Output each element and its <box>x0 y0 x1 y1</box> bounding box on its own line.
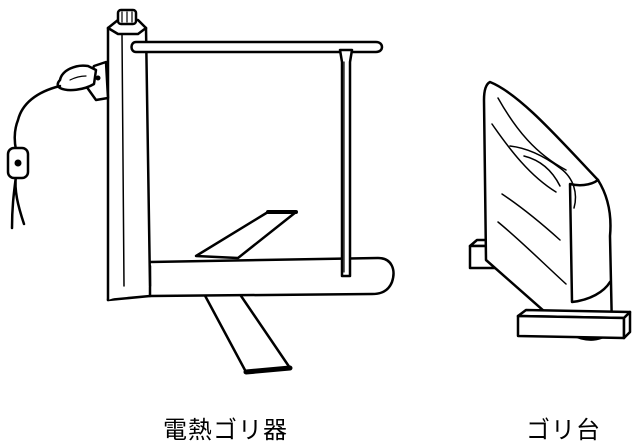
hot-wire-cutter <box>6 8 395 375</box>
base-plate <box>106 256 395 302</box>
heating-wire <box>338 48 354 278</box>
post <box>106 18 152 302</box>
guide-bar <box>194 210 298 260</box>
board <box>482 80 614 341</box>
foot-plate <box>200 288 292 374</box>
cutter-caption: 電熱ゴリ器 <box>163 416 288 444</box>
cutting-stand <box>468 80 632 341</box>
stand-caption: ゴリ台 <box>526 416 601 444</box>
wire-arm <box>130 40 384 54</box>
power-cord <box>13 84 62 152</box>
